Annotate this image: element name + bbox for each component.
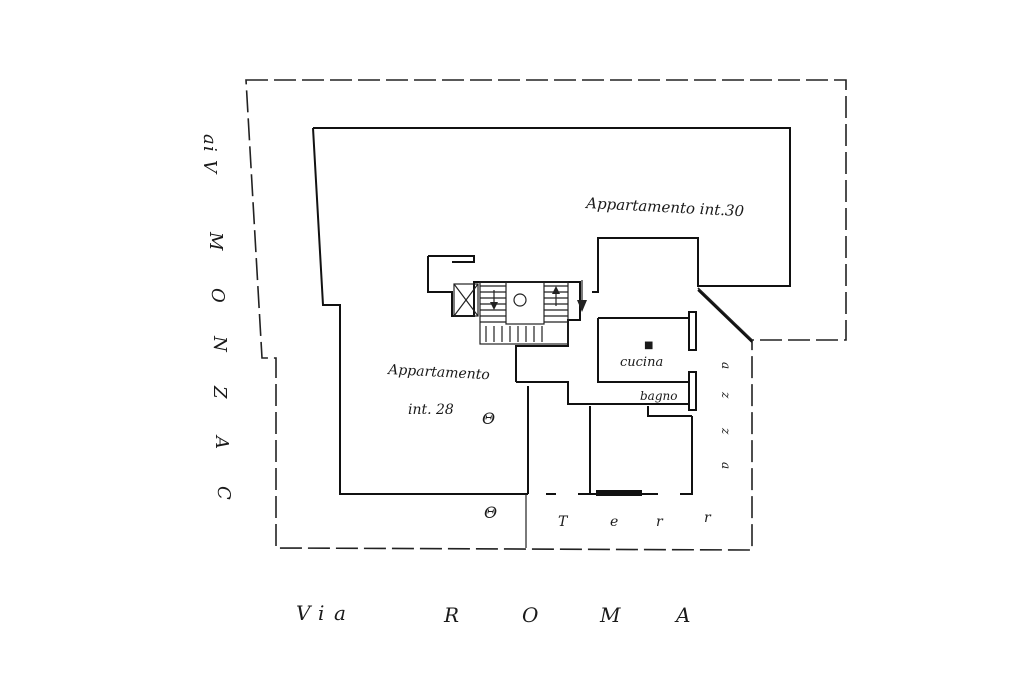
interior-walls — [516, 258, 693, 495]
terrace-label: T e r r — [558, 510, 712, 530]
svg-text:A: A — [211, 434, 232, 449]
svg-text:M: M — [599, 603, 621, 627]
apartment-28-number: int. 28 — [408, 402, 454, 418]
svg-text:r: r — [704, 510, 712, 526]
svg-text:V: V — [296, 601, 313, 625]
svg-text:Z: Z — [209, 385, 230, 399]
svg-text:R: R — [443, 603, 459, 627]
svg-text:V: V — [199, 160, 220, 175]
svg-text:i: i — [199, 146, 220, 152]
svg-text:e: e — [610, 514, 618, 530]
svg-text:a: a — [719, 462, 733, 469]
apartment-30-wall — [313, 127, 791, 287]
svg-text:T: T — [558, 514, 569, 530]
svg-text:C: C — [213, 486, 234, 500]
svg-text:A: A — [674, 603, 690, 627]
terrace-diagonal-wall — [697, 289, 753, 343]
svg-text:z: z — [719, 391, 733, 399]
svg-text:■: ■ — [644, 340, 653, 351]
svg-text:z: z — [719, 427, 733, 435]
svg-text:O: O — [207, 288, 228, 303]
kitchen-label: cucina — [620, 355, 663, 370]
svg-text:a: a — [719, 362, 733, 369]
circle-mark: Θ — [484, 503, 497, 522]
circle-mark: Θ — [482, 409, 495, 428]
apartment-28-wall — [312, 127, 528, 495]
street-label-left: V i a M O N Z A C — [199, 134, 234, 500]
apartment-30-label: Appartamento int.30 — [584, 194, 745, 220]
svg-text:a: a — [199, 134, 220, 145]
apartment-28-label: Appartamento — [386, 362, 490, 383]
svg-text:a: a — [334, 601, 346, 625]
property-boundary — [245, 79, 847, 551]
terrace-vertical-label: a z z a — [719, 362, 733, 469]
svg-text:i: i — [318, 601, 324, 625]
svg-text:M: M — [205, 231, 226, 251]
bathroom-label: bagno — [640, 389, 677, 403]
street-label-bottom: V i a R O M A — [296, 601, 690, 627]
stairwell — [427, 255, 587, 382]
svg-text:O: O — [522, 603, 538, 627]
svg-text:N: N — [209, 335, 230, 353]
windows — [596, 311, 697, 496]
svg-text:r: r — [656, 514, 664, 530]
